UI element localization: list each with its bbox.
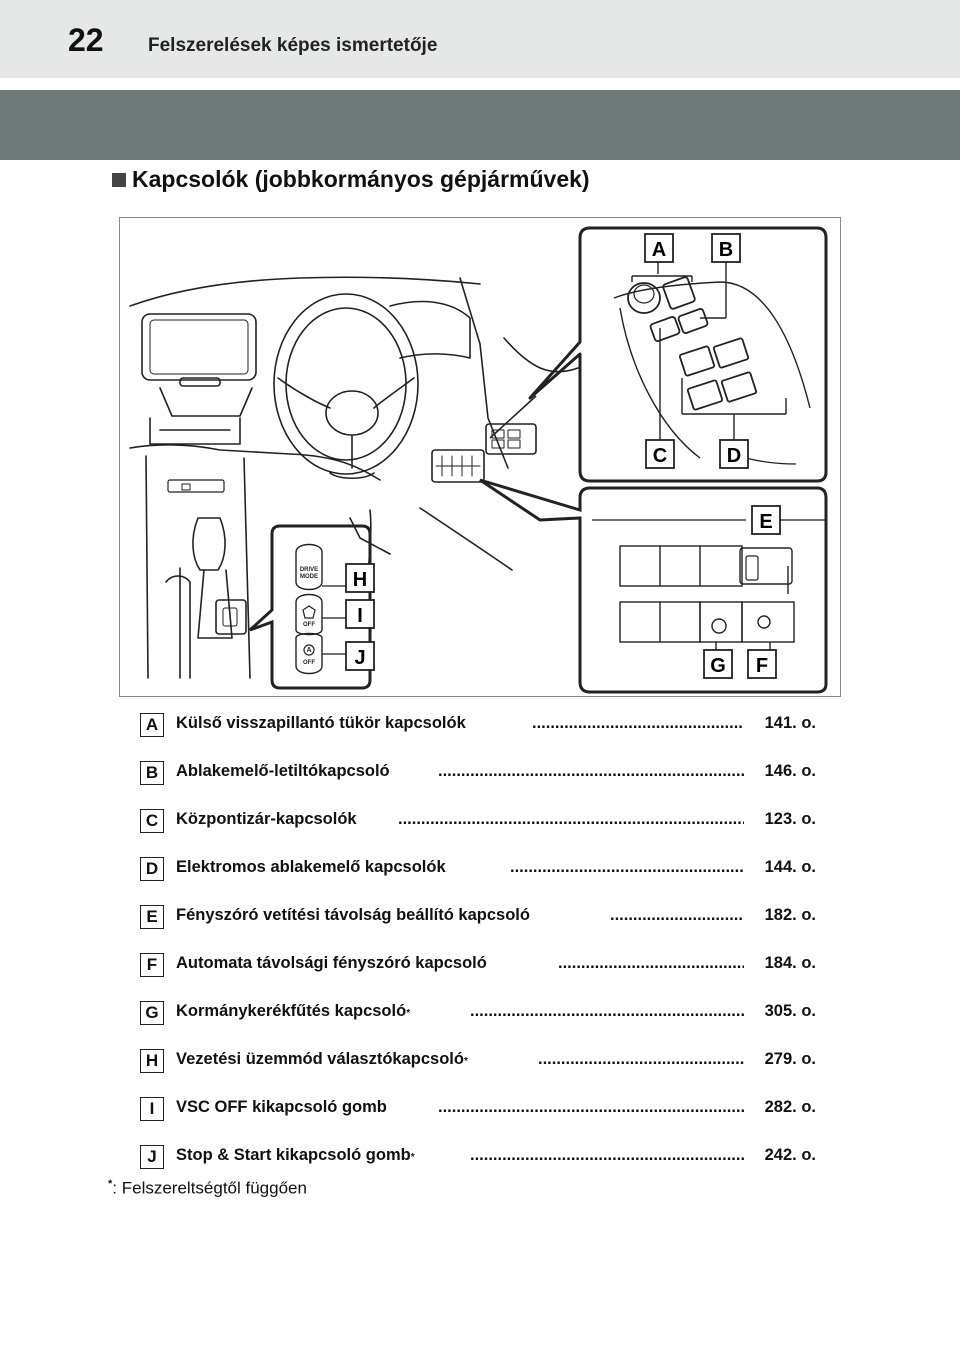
leader-dots: ........................................… [438, 1098, 744, 1116]
reference-entry-b: B Ablakemelő-letiltókapcsoló ...........… [140, 760, 816, 786]
drive-mode-label: DRIVE [300, 567, 318, 573]
entry-page: 279. o. [764, 1050, 816, 1068]
header-bar: 22 Felszerelések képes ismertetője [0, 0, 960, 78]
chapter-band [0, 90, 960, 160]
reference-entry-g: G Kormánykerékfűtés kapcsoló* ..........… [140, 1000, 816, 1026]
entry-text: Elektromos ablakemelő kapcsolók [176, 858, 446, 876]
leader-dots: ........................................… [470, 1146, 744, 1164]
entry-letter-box: E [140, 905, 164, 929]
callout-i: I [357, 605, 363, 627]
entry-letter-box: B [140, 761, 164, 785]
entry-text: Külső visszapillantó tükör kapcsolók [176, 714, 466, 732]
entry-text: Ablakemelő-letiltókapcsoló [176, 762, 390, 780]
entry-letter-box: F [140, 953, 164, 977]
stop-start-symbol: A [306, 647, 311, 654]
reference-entry-f: F Automata távolsági fényszóró kapcsoló … [140, 952, 816, 978]
entry-letter-box: A [140, 713, 164, 737]
section-title: Kapcsolók (jobbkormányos gépjárművek) [112, 166, 590, 193]
leader-dots: ........................................… [398, 810, 744, 828]
dashboard-illustration: DRIVE MODE OFF OFF A A B C D E F G H I [129, 226, 828, 694]
entry-page: 305. o. [764, 1002, 816, 1020]
entry-page: 184. o. [764, 954, 816, 972]
reference-entry-e: E Fényszóró vetítési távolság beállító k… [140, 904, 816, 930]
page-number: 22 [68, 22, 104, 58]
entry-letter-box: C [140, 809, 164, 833]
entry-letter-box: H [140, 1049, 164, 1073]
callout-d: D [727, 445, 741, 467]
callout-c: C [653, 445, 667, 467]
reference-entry-i: I VSC OFF kikapcsoló gomb ..............… [140, 1096, 816, 1122]
entry-letter-box: G [140, 1001, 164, 1025]
leader-dots: ........................................… [610, 906, 744, 924]
entry-text: VSC OFF kikapcsoló gomb [176, 1098, 387, 1116]
leader-dots: ........................................… [438, 762, 744, 780]
entry-page: 146. o. [764, 762, 816, 780]
leader-dots: ........................................… [532, 714, 744, 732]
entry-letter-box: J [140, 1145, 164, 1169]
callout-g: G [710, 655, 726, 677]
stop-start-off-label: OFF [303, 660, 315, 666]
entry-page: 242. o. [764, 1146, 816, 1164]
entry-text: Vezetési üzemmód választókapcsoló* [176, 1050, 468, 1068]
entry-page: 141. o. [764, 714, 816, 732]
callout-h: H [353, 569, 367, 591]
leader-dots: ........................................… [510, 858, 744, 876]
reference-entry-c: C Központizár-kapcsolók ................… [140, 808, 816, 834]
entry-text: Fényszóró vetítési távolság beállító kap… [176, 906, 530, 924]
callout-e: E [759, 511, 772, 533]
entry-page: 144. o. [764, 858, 816, 876]
callout-f: F [756, 655, 768, 677]
entry-text: Központizár-kapcsolók [176, 810, 357, 828]
leader-dots: ........................................… [558, 954, 744, 972]
leader-dots: ........................................… [470, 1002, 744, 1020]
footnote: *: Felszereltségtől függően [108, 1178, 307, 1198]
reference-entry-a: A Külső visszapillantó tükör kapcsolók .… [140, 712, 816, 738]
entry-page: 182. o. [764, 906, 816, 924]
entry-text: Kormánykerékfűtés kapcsoló* [176, 1002, 411, 1020]
leader-dots: ........................................… [538, 1050, 744, 1068]
drive-mode-label-2: MODE [300, 574, 318, 580]
entry-text: Automata távolsági fényszóró kapcsoló [176, 954, 487, 972]
callout-j: J [354, 647, 365, 669]
entry-page: 282. o. [764, 1098, 816, 1116]
dashboard-figure: DRIVE MODE OFF OFF A A B C D E F G H I [119, 217, 841, 697]
reference-entry-j: J Stop & Start kikapcsoló gomb* ........… [140, 1144, 816, 1170]
entry-letter-box: D [140, 857, 164, 881]
entry-letter-box: I [140, 1097, 164, 1121]
section-title-text: Kapcsolók (jobbkormányos gépjárművek) [132, 166, 590, 192]
reference-entry-h: H Vezetési üzemmód választókapcsoló* ...… [140, 1048, 816, 1074]
entry-page: 123. o. [764, 810, 816, 828]
vsc-off-label: OFF [303, 622, 315, 628]
header-title: Felszerelések képes ismertetője [148, 35, 438, 56]
bullet-square-icon [112, 172, 126, 187]
callout-b: B [719, 239, 733, 261]
reference-entry-d: D Elektromos ablakemelő kapcsolók ......… [140, 856, 816, 882]
callout-a: A [652, 239, 666, 261]
entry-text: Stop & Start kikapcsoló gomb* [176, 1146, 415, 1164]
